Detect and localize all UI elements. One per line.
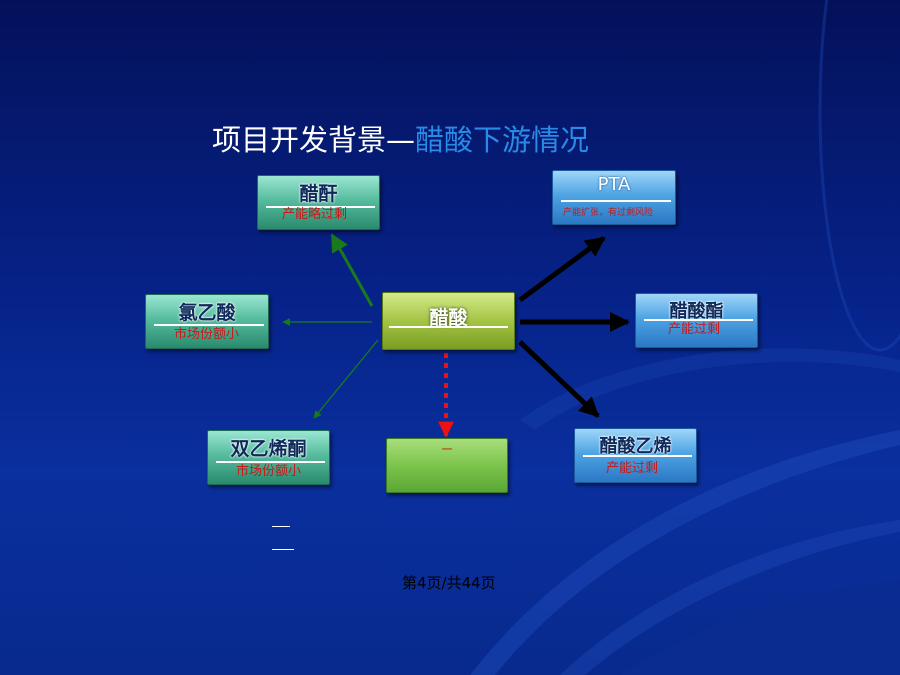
arrow-to-vinyl	[518, 340, 600, 418]
stray-dash-1	[272, 526, 290, 527]
node-pta: PTA 产能扩张，有过剩风险	[552, 170, 676, 225]
page-title: 项目开发背景—醋酸下游情况	[212, 120, 589, 160]
title-accent: 醋酸下游情况	[415, 123, 590, 157]
node-diketene-name: 双乙烯酮	[230, 438, 307, 460]
node-diketene-rule	[216, 461, 325, 463]
node-pta-note: 产能扩张，有过剩风险	[563, 208, 654, 218]
node-pta-rule	[561, 200, 671, 202]
page-footer: 第4页/共44页	[402, 574, 496, 592]
node-acetic-acid: 醋酸	[382, 292, 515, 350]
node-ester-rule	[644, 319, 753, 321]
arrow-to-anhydride	[330, 233, 374, 307]
arrow-to-diketene	[313, 339, 379, 419]
stray-dash-2	[272, 549, 294, 550]
node-bottom-name: 一	[441, 443, 453, 456]
node-diketene: 双乙烯酮 市场份额小	[207, 430, 330, 485]
node-vinyl-note: 产能过剩	[606, 461, 659, 476]
center-name: 醋酸	[429, 307, 468, 329]
node-anhydride-rule	[266, 206, 375, 208]
node-ester: 醋酸酯 产能过剩	[635, 293, 758, 348]
node-ester-name: 醋酸酯	[669, 301, 724, 322]
node-chloro: 氯乙酸 市场份额小	[145, 294, 269, 349]
node-anhydride-name: 醋酐	[299, 183, 338, 205]
node-pta-name: PTA	[597, 174, 631, 195]
arrow-to-pta	[518, 235, 606, 303]
node-diketene-note: 市场份额小	[236, 464, 302, 479]
node-vinyl-rule	[583, 455, 692, 457]
node-vinyl: 醋酸乙烯 产能过剩	[574, 428, 697, 483]
node-anhydride: 醋酐 产能略过剩	[257, 175, 380, 230]
node-ester-note: 产能过剩	[668, 322, 721, 337]
node-chloro-rule	[154, 324, 264, 326]
node-chloro-name: 氯乙酸	[178, 302, 236, 324]
center-rule	[389, 326, 508, 328]
node-bottom: 一	[386, 438, 508, 493]
node-vinyl-name: 醋酸乙烯	[599, 436, 672, 457]
node-chloro-note: 市场份额小	[174, 327, 240, 342]
node-anhydride-note: 产能略过剩	[282, 207, 348, 222]
title-main: 项目开发背景—	[212, 123, 416, 157]
